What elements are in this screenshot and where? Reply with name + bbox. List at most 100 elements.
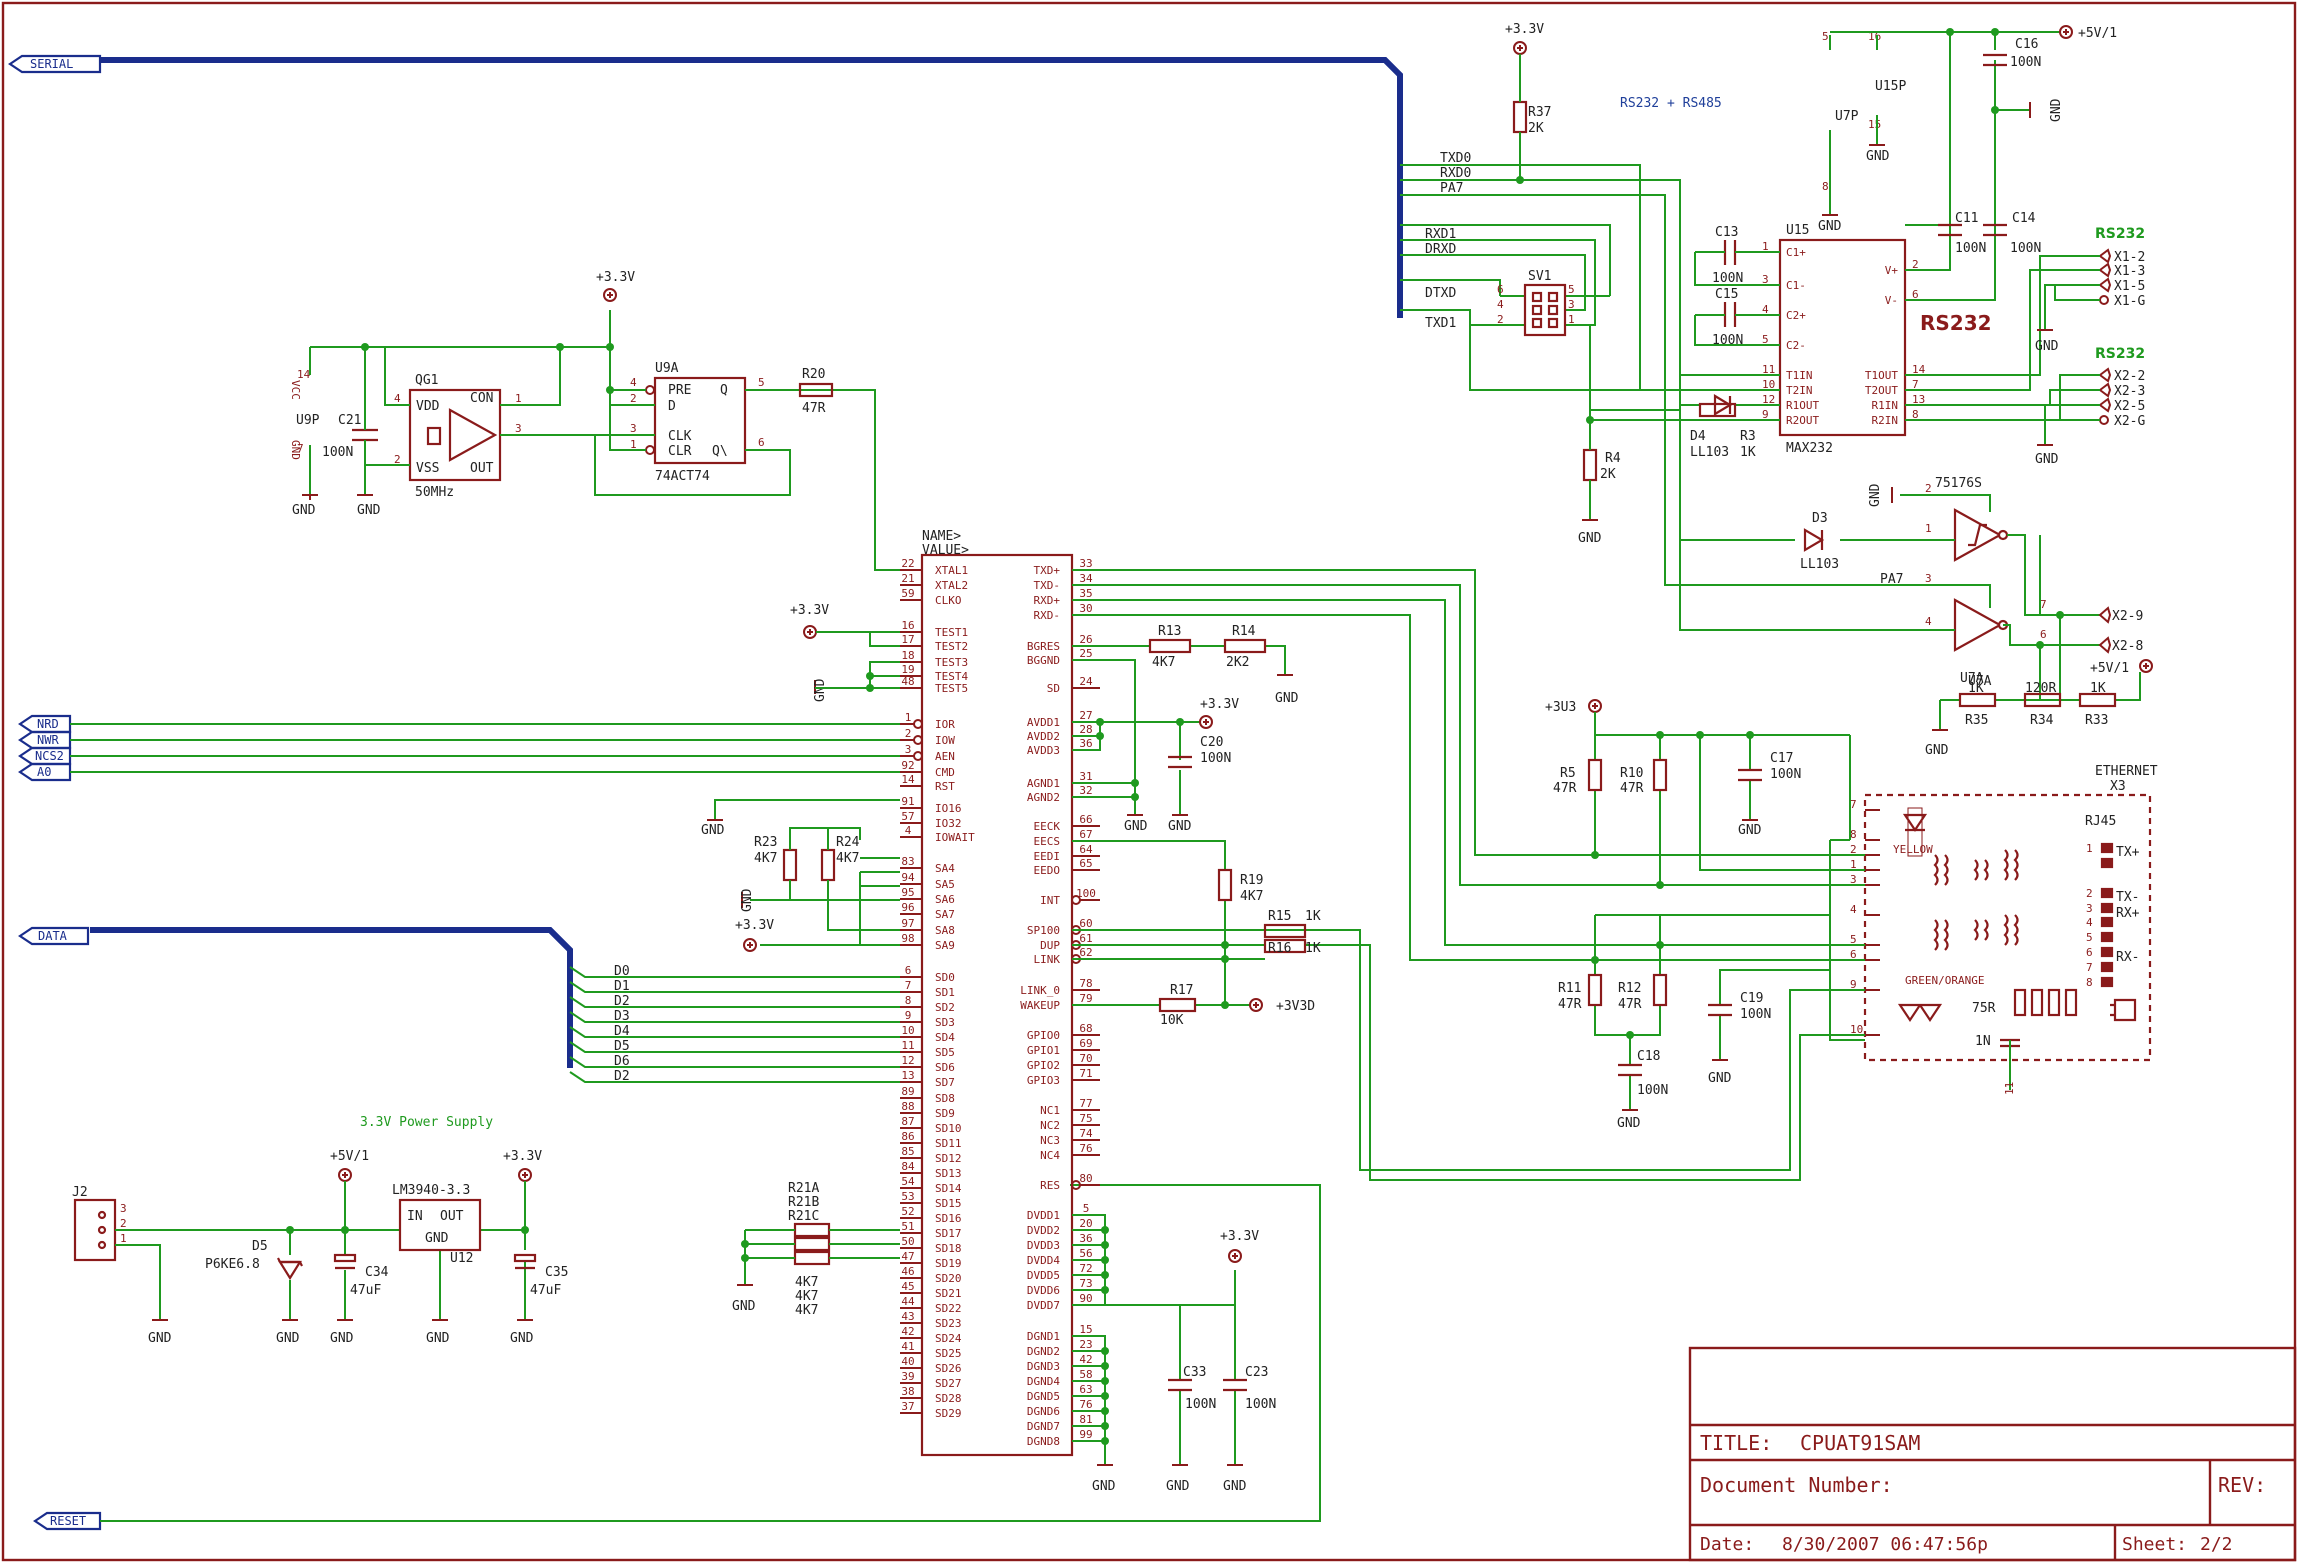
data-line-label: D5 xyxy=(614,1039,630,1054)
ic-pin-name: SD28 xyxy=(935,1392,962,1405)
r14-ref: R14 xyxy=(1232,624,1256,639)
max232-pin-name: C1+ xyxy=(1786,246,1806,259)
ic-pin-name: TXD- xyxy=(1034,579,1061,592)
ic-pin-number: 2 xyxy=(905,727,912,740)
osc-con-label: CON xyxy=(470,391,493,406)
ic-pin-number: 9 xyxy=(905,1009,912,1022)
max232-pin-number: 8 xyxy=(1912,408,1919,421)
sv1-ref: SV1 xyxy=(1528,269,1551,284)
supply-label: +5V/1 xyxy=(330,1149,369,1164)
svg-text:6: 6 xyxy=(758,436,765,449)
ic-pin-name: TEST3 xyxy=(935,656,968,669)
svg-text:3: 3 xyxy=(1925,572,1932,585)
c18-ref: C18 xyxy=(1637,1049,1660,1064)
ethernet-yellow: YELLOW xyxy=(1893,843,1933,856)
ic-pin-name: SD0 xyxy=(935,971,955,984)
port-a0[interactable]: A0 xyxy=(18,762,72,782)
c16-value: 100N xyxy=(2010,55,2041,70)
connector-pin[interactable] xyxy=(2098,277,2112,293)
connector-pin[interactable] xyxy=(2098,382,2112,398)
ic-pin-number: 46 xyxy=(901,1265,914,1278)
gnd-c16: GND xyxy=(2029,98,2064,122)
eth-pin-block xyxy=(2100,931,2114,943)
ic-pin-name: SD29 xyxy=(935,1407,962,1420)
eth-pin-number: 7 xyxy=(1850,798,1857,811)
gnd-u7p: GND xyxy=(1818,214,1842,234)
sheet-value: 2/2 xyxy=(2200,1534,2233,1555)
x1-connector: X1-2X1-3X1-5X1-G xyxy=(2098,248,2145,309)
ic-pin-name: SA9 xyxy=(935,939,955,952)
rail-taps xyxy=(1072,1226,1109,1445)
max232-ic: U15 MAX232 RS232 C1+1C1-3C2+4C2-5T1IN11T… xyxy=(1762,223,1992,456)
svg-text:7: 7 xyxy=(2040,598,2047,611)
connector-pin[interactable] xyxy=(2098,262,2112,278)
rs-section-title: RS232 + RS485 xyxy=(1620,96,1722,111)
u9p-ref: U9P xyxy=(296,413,320,428)
svg-text:2: 2 xyxy=(394,453,401,466)
ic-pin-number: 28 xyxy=(1079,723,1092,736)
data-line-wire xyxy=(569,1011,900,1023)
ic-pin-name: GPIO2 xyxy=(1027,1059,1060,1072)
connector-pin[interactable] xyxy=(2098,248,2112,264)
eth-signal-label: TX+ xyxy=(2116,845,2140,860)
capacitor-c23: C23 100N xyxy=(1223,1365,1276,1412)
port-nrd[interactable]: NRD xyxy=(18,714,72,734)
ic-value-label: VALUE> xyxy=(922,543,969,558)
data-line-wire xyxy=(569,966,900,978)
port-nwr[interactable]: NWR xyxy=(18,730,72,750)
gnd-label: GND xyxy=(732,1299,756,1314)
gnd-label: GND xyxy=(1866,149,1890,164)
ic-pin-name: SA5 xyxy=(935,878,955,891)
connector-pin-circle[interactable] xyxy=(2099,295,2109,305)
ic-pin-name: LINK_0 xyxy=(1020,984,1060,997)
supply-label: +3U3 xyxy=(1545,700,1576,715)
eth-pin-number: 4 xyxy=(2086,916,2093,929)
svg-text:4: 4 xyxy=(394,392,401,405)
svg-text:5: 5 xyxy=(758,376,765,389)
d5-ref: D5 xyxy=(252,1239,268,1254)
gnd-label: GND xyxy=(1578,531,1602,546)
connector-pin-label: X2-G xyxy=(2114,414,2145,429)
connector-pin-circle[interactable] xyxy=(2099,415,2109,425)
data-line-label: D2 xyxy=(614,994,630,1009)
net-txd0: TXD0 xyxy=(1440,151,1471,166)
ic-pin-number: 7 xyxy=(905,979,912,992)
eth-signal-label: RX+ xyxy=(2116,906,2140,921)
svg-text:1: 1 xyxy=(515,392,522,405)
connector-pin[interactable] xyxy=(2098,397,2112,413)
conn-x2-9[interactable]: X2-9 xyxy=(2098,606,2143,624)
connector-pin[interactable] xyxy=(2098,367,2112,383)
port-serial[interactable]: SERIAL xyxy=(8,54,102,74)
ic-pin-name: SA7 xyxy=(935,908,955,921)
svg-text:GND: GND xyxy=(289,440,302,460)
ic-pin-number: 90 xyxy=(1079,1292,1092,1305)
ic-pin-bubble xyxy=(913,751,923,761)
port-data[interactable]: DATA xyxy=(18,926,90,946)
c21-ref: C21 xyxy=(338,413,361,428)
svg-text:2: 2 xyxy=(120,1217,127,1230)
osc-value: 50MHz xyxy=(415,485,454,500)
ic-pin-name: SD31 xyxy=(935,0,962,3)
port-reset[interactable]: RESET xyxy=(33,1184,1321,1531)
ic-pin-number: 74 xyxy=(1079,1127,1093,1140)
ic-pin-number: 70 xyxy=(1079,1052,1092,1065)
ic-pin-number: 57 xyxy=(901,810,914,823)
c11-value: 100N xyxy=(1955,241,1986,256)
u12-gnd-label: GND xyxy=(425,1231,449,1246)
ethernet-green: GREEN/ORANGE xyxy=(1905,974,1984,987)
ic-pin-number: 66 xyxy=(1079,813,1092,826)
conn-x2-8[interactable]: X2-8 xyxy=(2098,636,2143,654)
title-block: TITLE: CPUAT91SAM Document Number: REV: … xyxy=(1688,1346,2297,1562)
ic-pin-name: DGND7 xyxy=(1027,1420,1060,1433)
ic-pin-name: SP100 xyxy=(1027,924,1060,937)
port-ncs2[interactable]: NCS2 xyxy=(18,746,72,766)
ic-pin-name: TEST5 xyxy=(935,682,968,695)
ic-pin-number: 78 xyxy=(1079,977,1092,990)
gnd-label: GND xyxy=(1818,219,1842,234)
supply-3v3-sa: +3.3V xyxy=(735,918,774,952)
rail-junction xyxy=(1101,1377,1109,1385)
max232-pin-number: 7 xyxy=(1912,378,1919,391)
ic-pin-number: 83 xyxy=(901,855,914,868)
c13-ref: C13 xyxy=(1715,225,1738,240)
